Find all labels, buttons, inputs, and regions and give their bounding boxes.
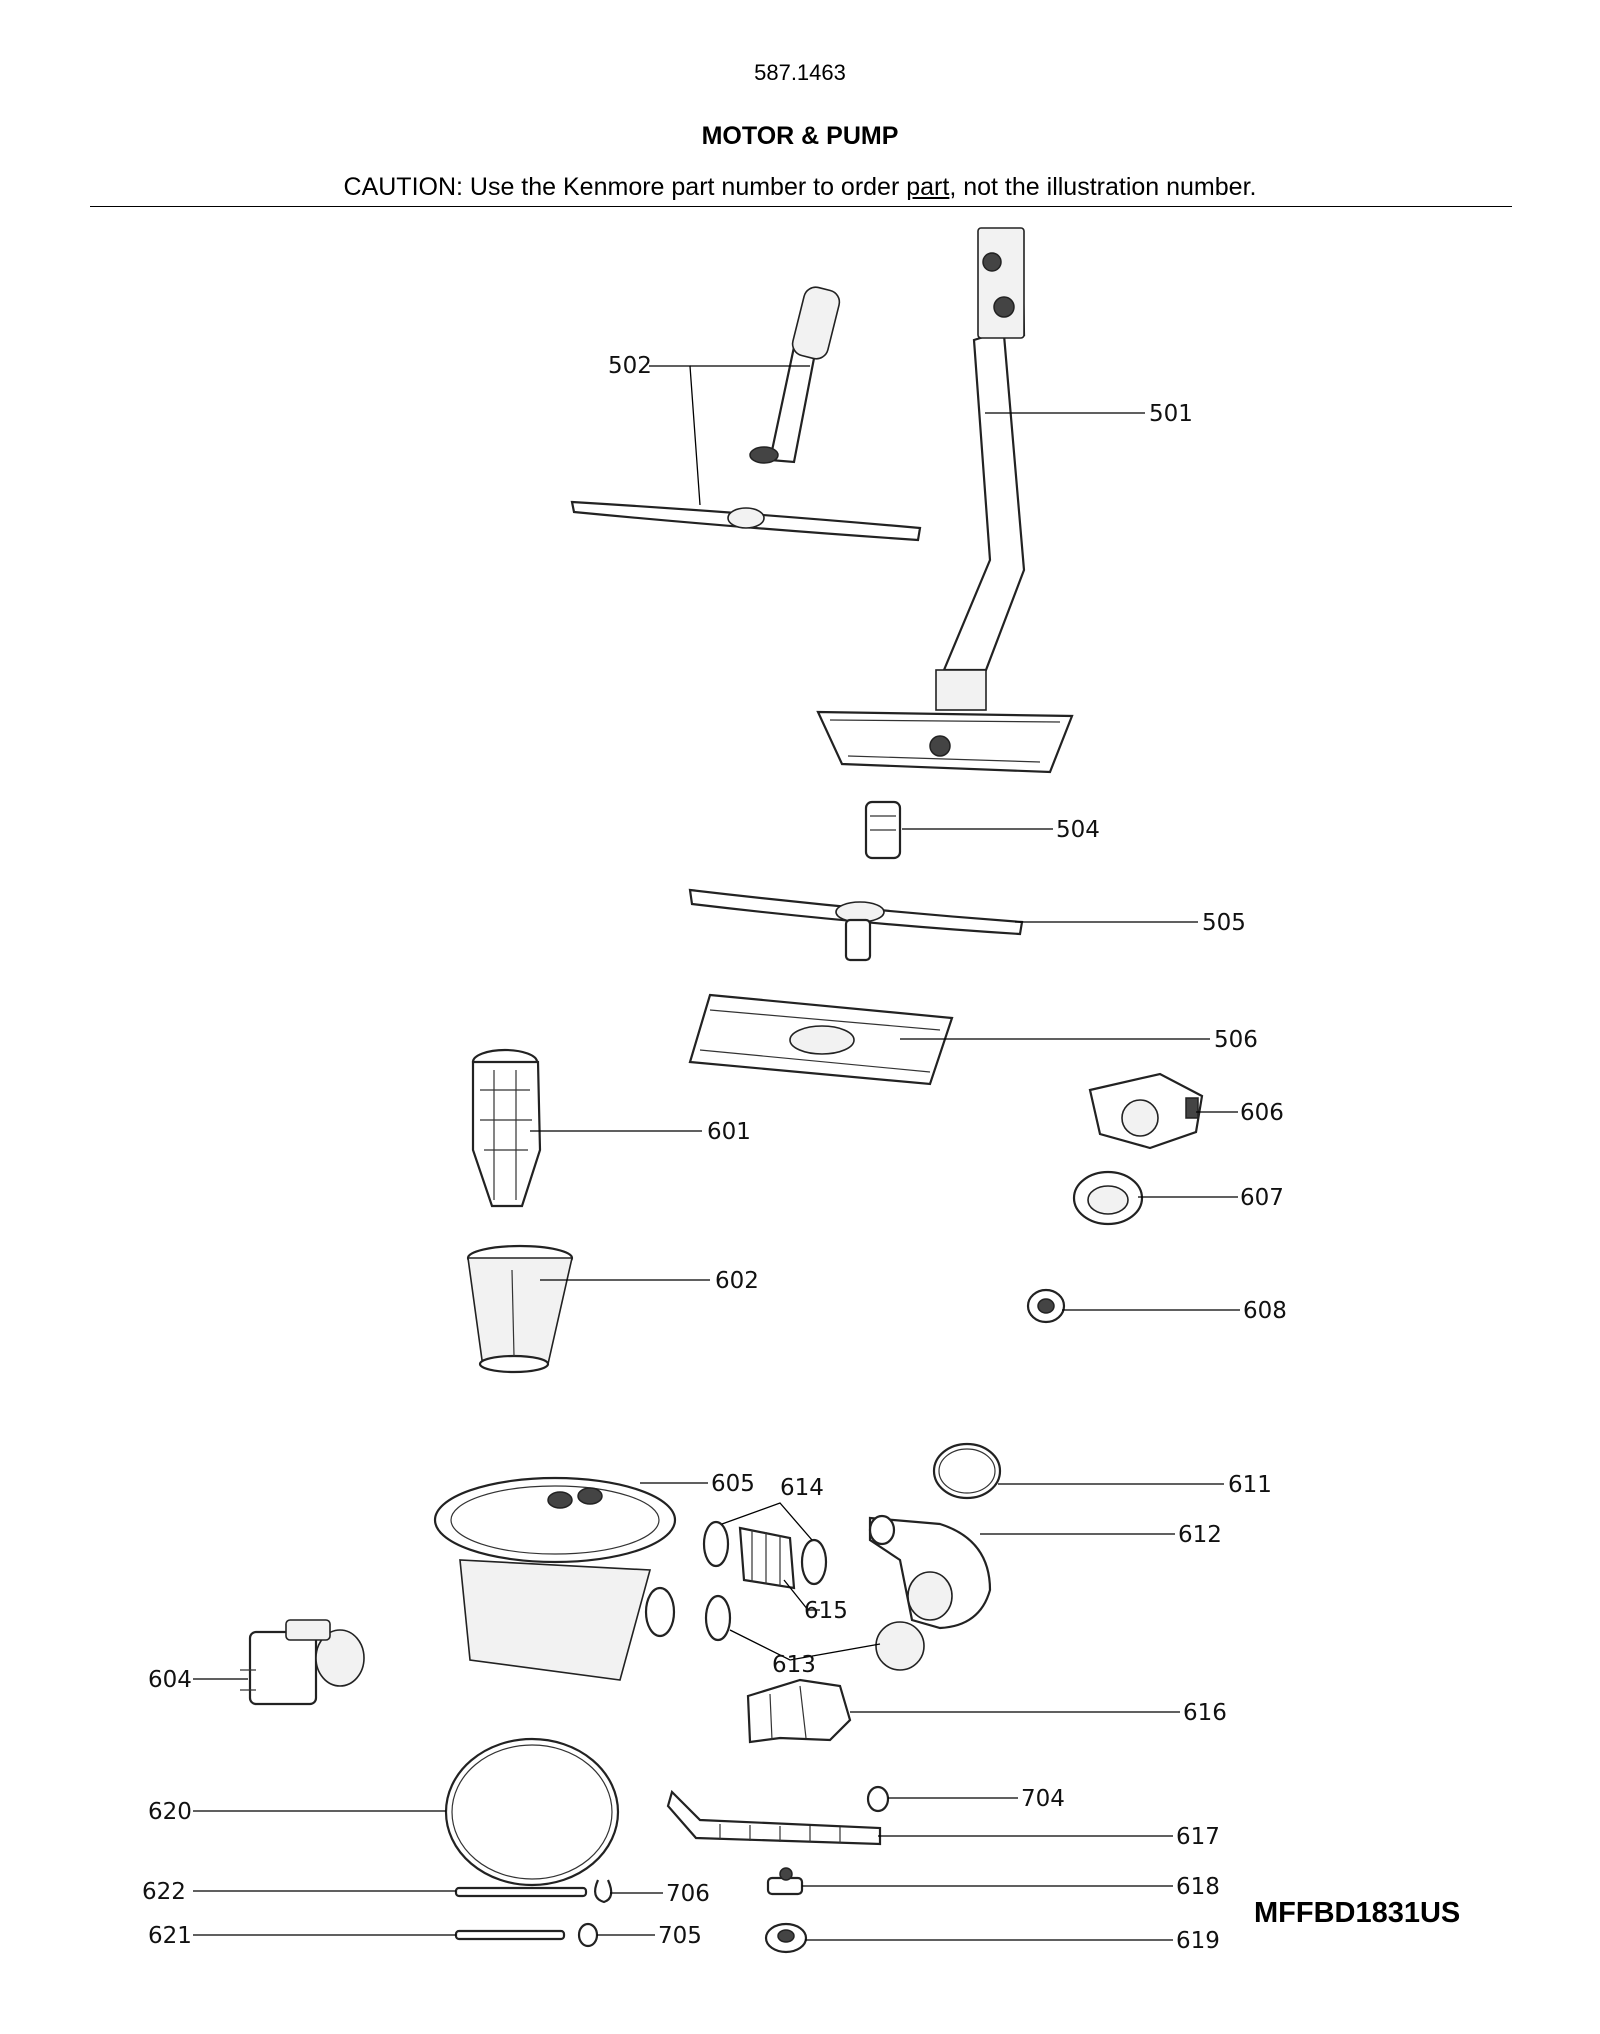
callout-613: 613 <box>772 1652 816 1678</box>
callout-505: 505 <box>1202 910 1246 936</box>
leader-line-614 <box>721 1502 813 1541</box>
leader-line-502a <box>649 365 701 506</box>
callout-615: 615 <box>804 1598 848 1624</box>
callout-605: 605 <box>711 1471 755 1497</box>
callout-618: 618 <box>1176 1874 1220 1900</box>
callout-502: 502 <box>608 353 652 379</box>
callout-614: 614 <box>780 1475 824 1501</box>
leader-line-615 <box>783 1579 820 1611</box>
page-title: MOTOR & PUMP <box>701 122 899 150</box>
part-604-drain-pump <box>240 1619 365 1706</box>
part-605-sump <box>433 1476 677 1681</box>
caution-text-start: CAUTION: Use the Kenmore part number to … <box>343 173 907 201</box>
part-612-pump-housing <box>868 1514 992 1630</box>
callout-620: 620 <box>148 1799 192 1825</box>
callout-612: 612 <box>1178 1522 1222 1548</box>
part-601-filter <box>471 1048 542 1208</box>
part-502-upper-spray-arm <box>570 286 922 542</box>
callout-604: 604 <box>148 1667 192 1693</box>
header-divider <box>90 206 1512 207</box>
caution-text-end: , not the illustration number. <box>949 173 1257 201</box>
callout-622: 622 <box>142 1879 186 1905</box>
part-505-lower-spray-arm <box>688 888 1024 962</box>
part-704-ring <box>866 1785 890 1813</box>
callout-608: 608 <box>1243 1298 1287 1324</box>
callout-706: 706 <box>666 1881 710 1907</box>
model-number: MFFBD1831US <box>1254 1897 1461 1929</box>
part-611-o-ring <box>932 1442 1002 1500</box>
part-607-impeller-housing <box>1072 1170 1144 1226</box>
callout-704: 704 <box>1021 1786 1065 1812</box>
part-616-elbow-hose <box>746 1678 852 1744</box>
callout-619: 619 <box>1176 1928 1220 1954</box>
part-618-fitting <box>766 1867 804 1896</box>
caution-text-underlined: part <box>906 173 950 201</box>
part-501-supply-tube <box>816 227 1074 774</box>
callout-504: 504 <box>1056 817 1100 843</box>
part-602-mesh-filter <box>466 1244 574 1374</box>
part-621-rod <box>454 1929 566 1941</box>
part-613-clamp <box>704 1594 925 1671</box>
document-number: 587.1463 <box>754 60 846 85</box>
callout-621: 621 <box>148 1923 192 1949</box>
part-619-valve <box>764 1922 808 1954</box>
callout-501: 501 <box>1149 401 1193 427</box>
part-506-base-plate <box>688 993 954 1086</box>
callout-601: 601 <box>707 1119 751 1145</box>
part-504-coupling <box>864 800 902 860</box>
caution-note: CAUTION: Use the Kenmore part number to … <box>0 173 1600 202</box>
callout-506: 506 <box>1214 1027 1258 1053</box>
callout-617: 617 <box>1176 1824 1220 1850</box>
part-615-connector-hose <box>738 1526 796 1590</box>
part-705-ring <box>577 1922 599 1948</box>
callout-611: 611 <box>1228 1472 1272 1498</box>
part-606-circulation-motor <box>1088 1072 1204 1150</box>
callout-607: 607 <box>1240 1185 1284 1211</box>
leader-line-613 <box>729 1629 881 1661</box>
part-622-rod <box>454 1886 588 1898</box>
part-617-drain-hose <box>666 1789 882 1846</box>
callout-606: 606 <box>1240 1100 1284 1126</box>
callout-616: 616 <box>1183 1700 1227 1726</box>
part-614-clamps <box>702 1520 828 1586</box>
part-608-impeller <box>1026 1288 1066 1324</box>
part-620-gasket <box>444 1737 620 1887</box>
part-706-clip <box>593 1879 613 1904</box>
callout-705: 705 <box>658 1923 702 1949</box>
callout-602: 602 <box>715 1268 759 1294</box>
